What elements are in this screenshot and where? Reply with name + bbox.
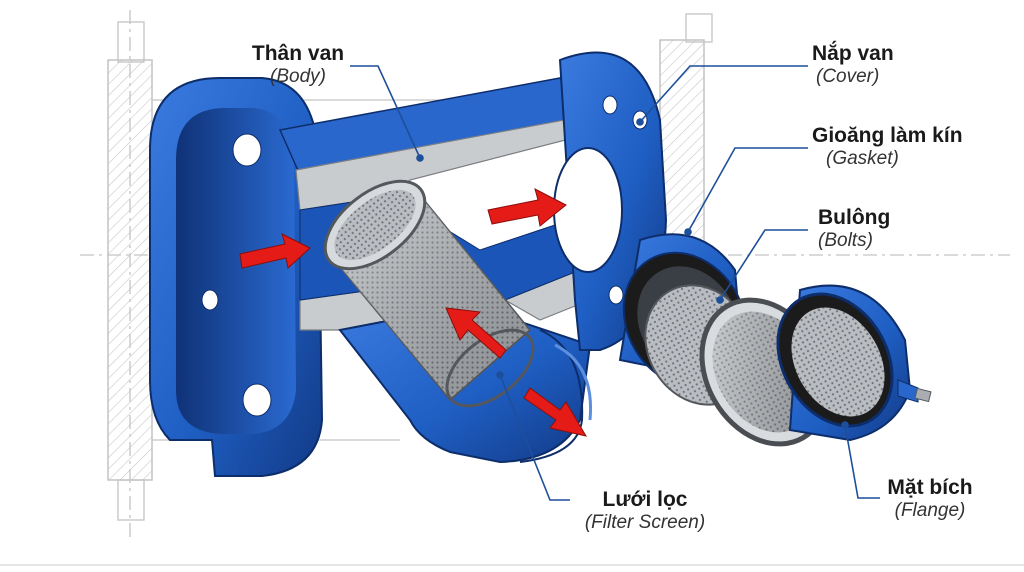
label-filter-en: (Filter Screen) bbox=[584, 512, 706, 534]
flow-arrow-blowdown bbox=[523, 387, 588, 437]
label-filter-vn: Lưới lọc bbox=[602, 488, 688, 511]
leader-bolts bbox=[719, 229, 808, 301]
label-gasket-vn: Gioăng làm kín bbox=[812, 124, 963, 147]
flow-arrows bbox=[239, 188, 588, 437]
flow-arrow-inlet bbox=[239, 233, 311, 269]
leader-flange bbox=[844, 424, 880, 499]
label-cover-vn: Nắp van bbox=[812, 42, 894, 65]
leader-gasket bbox=[687, 147, 808, 233]
filter-screen bbox=[323, 179, 535, 408]
label-gasket-en: (Gasket) bbox=[826, 148, 899, 170]
label-flange: Mặt bích (Flange) bbox=[870, 476, 990, 522]
flow-arrow-through-screen bbox=[445, 307, 507, 359]
label-flange-en: (Flange) bbox=[894, 500, 966, 522]
flange-part bbox=[776, 284, 932, 442]
label-cover: Nắp van (Cover) bbox=[812, 42, 932, 88]
flow-arrow-outlet bbox=[487, 188, 567, 227]
leader-filter bbox=[499, 374, 570, 501]
label-flange-vn: Mặt bích bbox=[887, 476, 973, 499]
leader-lines bbox=[350, 65, 880, 501]
label-cover-en: (Cover) bbox=[816, 66, 880, 88]
leader-cover bbox=[639, 65, 808, 123]
label-bolts: Bulông (Bolts) bbox=[818, 206, 938, 252]
label-body-en: (Body) bbox=[270, 66, 326, 88]
label-bolts-en: (Bolts) bbox=[818, 230, 873, 252]
label-bolts-vn: Bulông bbox=[818, 206, 891, 229]
label-body-vn: Thân van bbox=[251, 42, 345, 65]
label-filter-screen: Lưới lọc (Filter Screen) bbox=[570, 488, 720, 534]
leader-body bbox=[350, 65, 421, 159]
label-gasket: Gioăng làm kín (Gasket) bbox=[812, 124, 992, 170]
label-body: Thân van (Body) bbox=[238, 42, 358, 88]
